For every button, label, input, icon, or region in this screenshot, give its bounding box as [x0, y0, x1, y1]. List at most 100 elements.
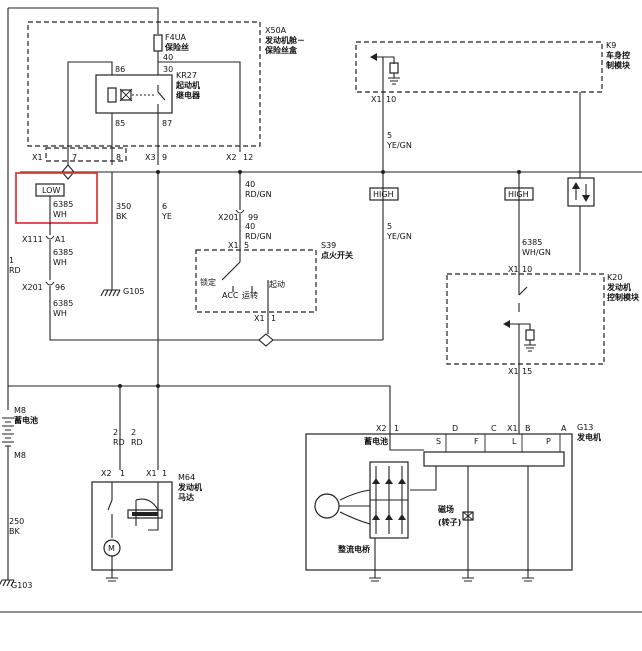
conn-x111: X111 — [22, 235, 43, 244]
relay-coil — [107, 87, 117, 103]
wire-40b-num: 40 — [245, 222, 255, 231]
relay-coil-body — [120, 89, 132, 101]
conn-x2-pin: 12 — [243, 153, 253, 162]
ignition-pin-top: 5 — [244, 241, 249, 250]
wire-5b-num: 5 — [387, 222, 392, 231]
ecm-outline — [446, 273, 605, 365]
ecm-resistor — [525, 329, 535, 341]
wire-250-num: 250 — [9, 517, 24, 526]
fuse-block-outline — [27, 21, 261, 147]
wire-fuse-to-x2 — [158, 61, 241, 152]
bcm-pullup — [372, 56, 395, 64]
motor-name-1: 发动机 — [177, 482, 202, 492]
ecm-name-2: 控制模块 — [607, 292, 640, 302]
field-winding-x — [462, 511, 474, 521]
fuse-name: 保险丝 — [164, 42, 189, 52]
relay-box — [95, 74, 173, 114]
data-link-arrow-down — [582, 195, 590, 202]
relay-contact — [157, 85, 166, 113]
fuse-pin-bottom: 30 — [163, 65, 173, 74]
stator-circle — [314, 493, 340, 519]
conn-x201b-symbol — [235, 209, 245, 214]
wire-2a-col: RD — [113, 438, 125, 447]
bcm-arrow — [370, 53, 377, 61]
battery-ref-top: M8 — [14, 406, 26, 415]
field-label-1: 磁场 — [438, 504, 454, 514]
ground-g103: G103 — [11, 581, 32, 590]
ignition-lock: 锁定 — [200, 277, 216, 287]
wire-250-col: BK — [9, 527, 20, 536]
gen-x1: X1 — [507, 424, 518, 433]
wire-350-col: BK — [116, 212, 127, 221]
motor-outline — [91, 481, 173, 571]
conn-x201a-pin: 96 — [55, 283, 65, 292]
rectifier-label: 整流电桥 — [337, 544, 371, 554]
ignition-pin-bottom: 1 — [271, 314, 276, 323]
stator-windings — [339, 489, 371, 525]
wire-40b-col: RD/GN — [245, 232, 272, 241]
bcm-resistor — [389, 62, 399, 74]
wire-6385a-col: WH — [53, 210, 67, 219]
gen-pin-l: L — [512, 437, 517, 446]
rectifier-diodes-bottom — [372, 514, 406, 520]
wire-40a-col: RD/GN — [245, 190, 272, 199]
wire-350-num: 350 — [116, 202, 131, 211]
gen-pin-c: C — [491, 424, 497, 433]
low-label: LOW — [42, 186, 60, 195]
wire-6385c-num: 6385 — [53, 299, 73, 308]
fuse-block-name-2: 保险丝盒 — [264, 45, 298, 55]
battery-symbol — [2, 417, 14, 447]
gen-x2: X2 — [376, 424, 387, 433]
ignition-conn-bottom: X1 — [254, 314, 265, 323]
conn-x201b-pin: 99 — [248, 213, 258, 222]
wire-1-num: 1 — [9, 256, 14, 265]
ecm-ground — [524, 340, 536, 352]
conn-x1-pin: 7 — [72, 153, 77, 162]
splice-dot-5 — [156, 384, 160, 388]
conn-x111-symbol — [45, 235, 55, 240]
gen-x2-pin: 1 — [394, 424, 399, 433]
wire-2b-col: RD — [131, 438, 143, 447]
field-label-2: (转子) — [438, 517, 461, 527]
wire-6385b-col: WH — [53, 258, 67, 267]
conn-x3-label: X3 — [145, 153, 156, 162]
conn-x3-pin: 9 — [162, 153, 167, 162]
motor-name-2: 马达 — [178, 492, 194, 502]
wire-5a-col: YE/GN — [386, 141, 412, 150]
bcm-outline — [355, 41, 603, 93]
motor-ground — [106, 556, 118, 582]
motor-symbol: M — [108, 544, 115, 553]
wire-6385d-col: WH/GN — [522, 248, 551, 257]
gen-pin-a: A — [561, 424, 567, 433]
ground-g105-symbol — [100, 289, 121, 297]
relay-name-1: 起动机 — [175, 80, 200, 90]
generator-outline — [305, 433, 573, 571]
ignition-ref: S39 — [321, 241, 336, 250]
bcm-ref: K9 — [606, 41, 616, 50]
rectifier-diodes-top — [372, 478, 406, 484]
wire-5b-col: YE/GN — [386, 232, 412, 241]
ecm-switch — [518, 286, 528, 312]
generator-ref: G13 — [577, 423, 593, 432]
ignition-name: 点火开关 — [321, 250, 353, 260]
data-link-arrow-up — [572, 182, 580, 189]
gen-pin-f: F — [474, 437, 479, 446]
wire-6385b-num: 6385 — [53, 248, 73, 257]
fuse-block-name-1: 发动机舱－ — [264, 35, 305, 45]
high-label-1-box — [369, 187, 399, 201]
motor-ref: M64 — [178, 473, 195, 482]
conn-x1-pin8: 8 — [116, 153, 121, 162]
conn-x111-pin: A1 — [55, 235, 66, 244]
gen-grounds — [369, 538, 534, 582]
wire-battery-bus — [8, 385, 391, 434]
bcm-pin: 10 — [386, 95, 396, 104]
relay-ref: KR27 — [176, 71, 197, 80]
high-label-1: HIGH — [373, 190, 394, 199]
relay-coil-x — [119, 88, 133, 102]
ignition-start: 起动 — [269, 279, 285, 289]
motor-x1: X1 — [146, 469, 157, 478]
motor-x2-pin: 1 — [120, 469, 125, 478]
field-winding — [462, 511, 474, 521]
